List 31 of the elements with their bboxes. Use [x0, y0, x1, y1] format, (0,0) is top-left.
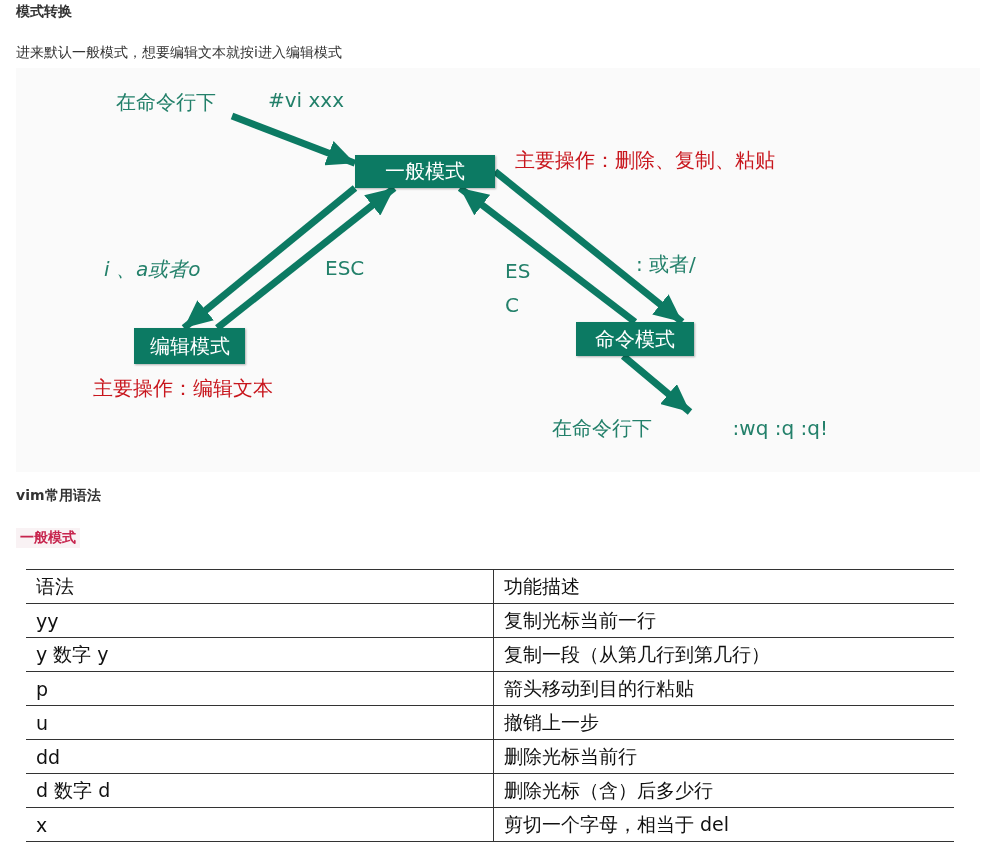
table-cell-text: 复制光标当前一行	[503, 607, 657, 633]
table-cell-text: 删除光标当前行	[503, 743, 638, 769]
table-cell: p	[26, 672, 494, 705]
table-cell: d 数字 d	[26, 774, 494, 807]
arrow	[181, 185, 358, 331]
command-text: #vi xxx	[268, 88, 344, 112]
mode-box: 编辑模式	[134, 328, 245, 364]
table-cell-text: 功能描述	[503, 573, 581, 599]
table-cell: yy	[26, 604, 494, 637]
intro-text: 进来默认一般模式，想要编辑文本就按i进入编辑模式	[16, 44, 342, 62]
table-cell: x	[26, 808, 494, 841]
arrow	[230, 112, 357, 167]
table-cell: 语法	[26, 570, 494, 603]
section-heading: vim常用语法	[16, 487, 101, 505]
command-text: :wq :q :q!	[732, 416, 828, 440]
mode-box: 命令模式	[576, 322, 694, 356]
operation-note: 主要操作：编辑文本	[93, 375, 273, 402]
mode-tag: 一般模式	[16, 528, 80, 548]
table-cell: y 数字 y	[26, 638, 494, 671]
command-text: 在命令行下	[116, 88, 216, 116]
mode-box: 一般模式	[355, 155, 495, 188]
table-cell: dd	[26, 740, 494, 773]
table-cell-text: 箭头移动到目的行粘贴	[503, 675, 695, 701]
operation-note: 主要操作：删除、复制、粘贴	[515, 147, 775, 174]
table-cell-text: 删除光标（含）后多少行	[503, 777, 714, 803]
table-cell-text: 撤销上一步	[503, 709, 600, 735]
table-cell-text: 复制一段（从第几行到第几行）	[503, 641, 771, 667]
table-cell-text: 剪切一个字母，相当于 del	[503, 811, 731, 837]
section-heading: 模式转换	[16, 3, 72, 21]
command-text: 在命令行下	[552, 414, 652, 442]
table-cell: u	[26, 706, 494, 739]
